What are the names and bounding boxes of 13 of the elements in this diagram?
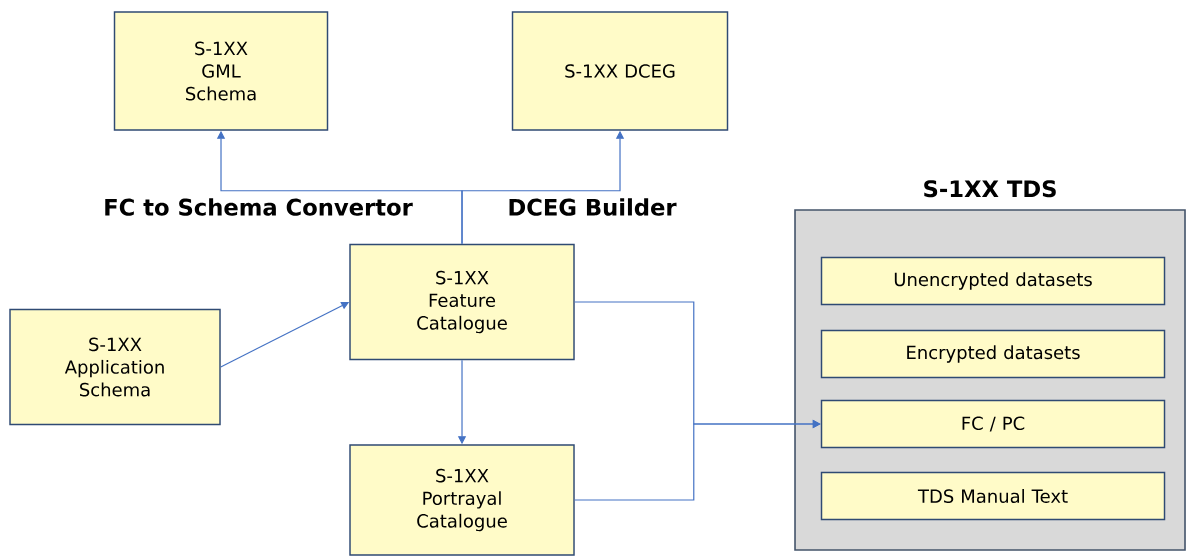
process-box: S-1XX Feature Catalogue — [349, 243, 575, 361]
process-box: Unencrypted datasets — [820, 256, 1166, 306]
panel-heading: S-1XX TDS — [924, 180, 1056, 198]
process-box: S-1XX Portrayal Catalogue — [349, 444, 575, 556]
process-box: S-1XX GML Schema — [113, 11, 329, 131]
process-box: TDS Manual Text — [820, 471, 1166, 521]
process-box: S-1XX Application Schema — [9, 308, 221, 426]
edge-label: FC to Schema Convertor — [101, 196, 415, 218]
edge-label: DCEG Builder — [506, 196, 678, 218]
process-box: FC / PC — [820, 399, 1166, 449]
arrow — [574, 419, 821, 501]
process-box: Encrypted datasets — [820, 329, 1166, 379]
process-box: S-1XX DCEG — [511, 11, 729, 131]
